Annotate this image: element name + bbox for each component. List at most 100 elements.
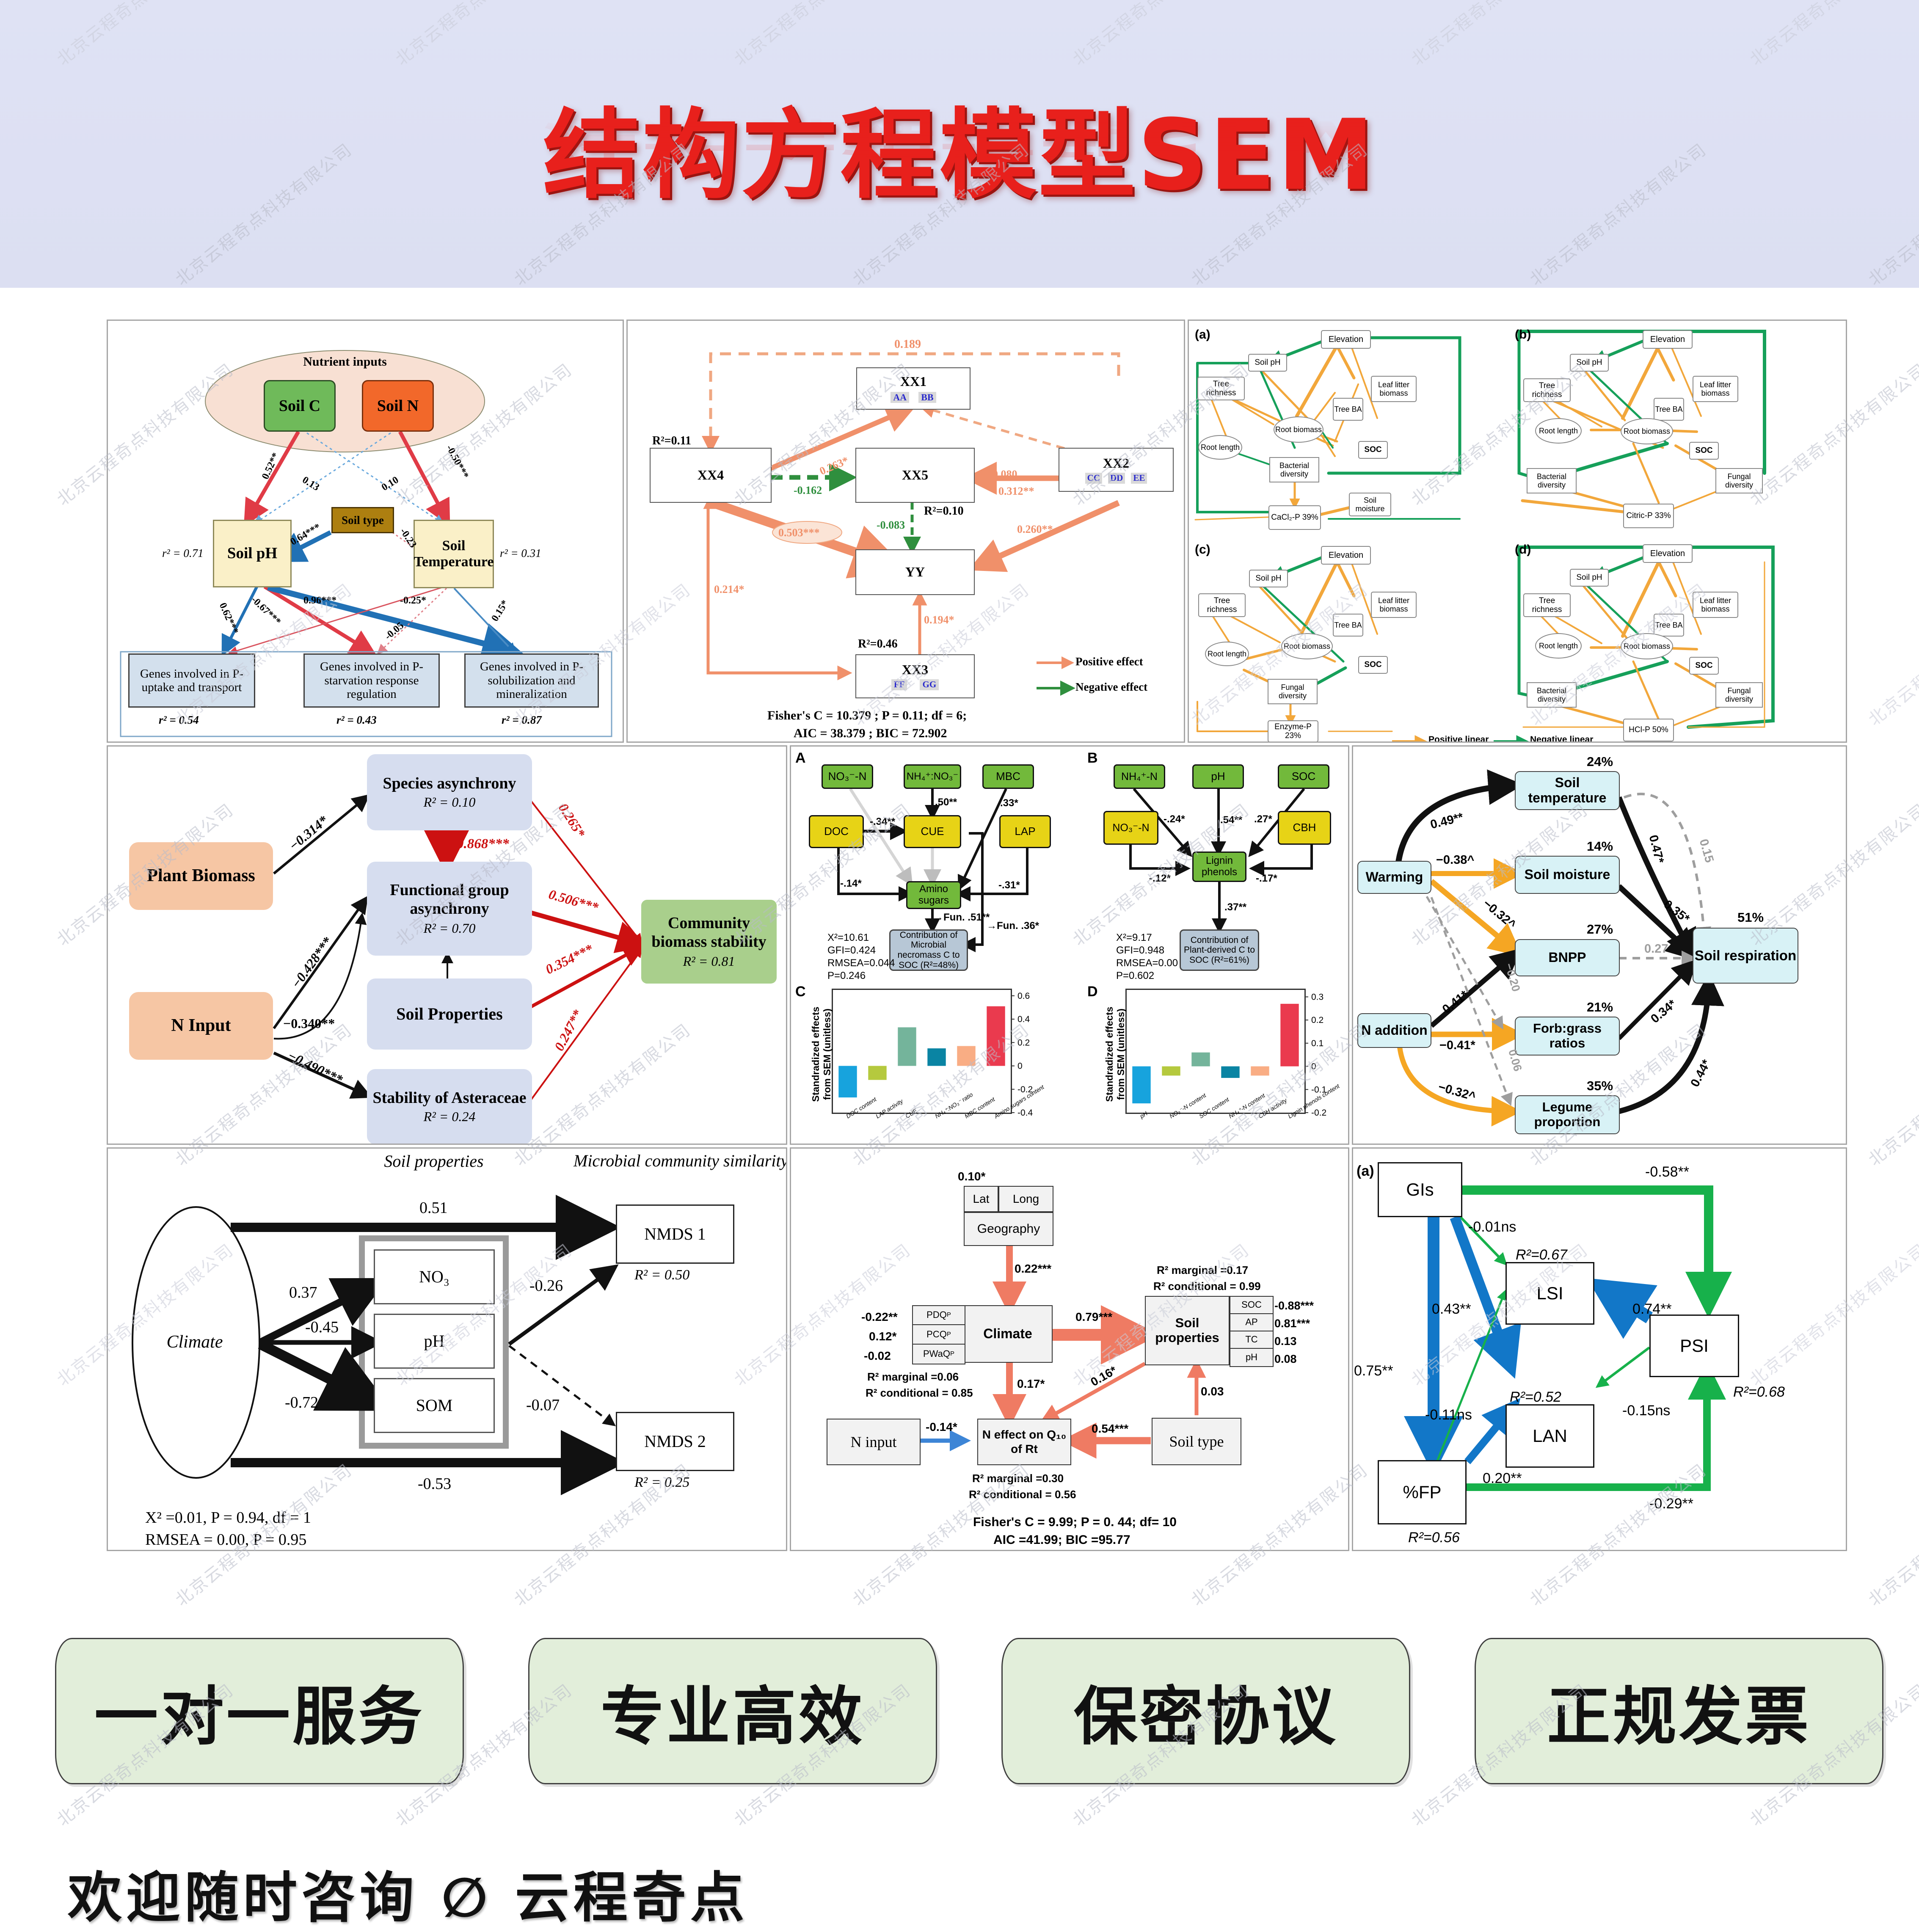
p3a-node-target: CaCl₂-P 39% bbox=[1268, 505, 1321, 530]
bar bbox=[898, 1027, 916, 1066]
p8-node-long: Long bbox=[998, 1186, 1053, 1212]
p8-si1-coef: 0.81*** bbox=[1274, 1317, 1310, 1330]
p6-e-w-sm: −0.38^ bbox=[1436, 853, 1475, 867]
p8-r2-climate-m: R² marginal =0.06 bbox=[867, 1370, 959, 1383]
p3d-node-root-length: Root length bbox=[1535, 633, 1582, 659]
p3d-node-soc: SOC bbox=[1689, 657, 1719, 675]
p8-r2-climate-c: R² conditional = 0.85 bbox=[866, 1386, 973, 1399]
p1-gene1-label: Genes involved in P-uptake and transport bbox=[140, 667, 244, 694]
p1-gene3-label: Genes involved in P-solubilization and m… bbox=[480, 660, 584, 701]
p1-edge-7: -0.25* bbox=[400, 595, 426, 606]
p2-r2-xx3: R²=0.46 bbox=[858, 637, 898, 650]
p3a-tr-label: Tree richness bbox=[1206, 379, 1236, 397]
p6-var-fg: 21% bbox=[1587, 1000, 1613, 1014]
p6-node-soil-moisture: Soil moisture bbox=[1515, 856, 1620, 894]
p5A-node-mbc: MBC bbox=[982, 764, 1034, 789]
p6-var-lg: 35% bbox=[1587, 1078, 1613, 1093]
p1-soil-n-label: Soil N bbox=[377, 397, 419, 415]
p2-chip-gg: GG bbox=[920, 679, 939, 690]
p9-node-lsi: LSI bbox=[1505, 1262, 1594, 1325]
p2-xx4-label: XX4 bbox=[697, 467, 724, 483]
p8-ci1-coef: 0.12* bbox=[869, 1330, 897, 1343]
p7-stats2: RMSEA = 0.00, P = 0.95 bbox=[145, 1531, 307, 1549]
p8-node-n-effect: N effect on Q₁₀ of Rt bbox=[977, 1419, 1071, 1465]
p8-e-geo-top: 0.10* bbox=[958, 1170, 986, 1183]
p1-r2-gene2: r² = 0.43 bbox=[336, 714, 377, 726]
p4-edge-sa-fg: 0.868*** bbox=[457, 836, 509, 852]
p1-node-gene1: Genes involved in P-uptake and transport bbox=[128, 653, 255, 708]
p2-xx2-label: XX2 bbox=[1103, 455, 1130, 471]
p8-si3: pH bbox=[1245, 1352, 1258, 1363]
footer-tagline: 欢迎随时咨询 ∅ 云程奇点 bbox=[68, 1866, 749, 1929]
p3a-ph-label: Soil pH bbox=[1255, 358, 1281, 367]
p2-chip-dd: DD bbox=[1108, 473, 1125, 484]
p4-st-label: Stability of Asteraceae bbox=[372, 1089, 527, 1107]
p9-r2-psi: R²=0.68 bbox=[1733, 1384, 1785, 1400]
p2-edge-x5yy: -0.083 bbox=[877, 519, 905, 531]
p3b-node-tree-richness: Tree richness bbox=[1523, 378, 1571, 402]
p8-si0: SOC bbox=[1241, 1299, 1262, 1310]
p4-cm-label: Community biomass stability bbox=[651, 914, 766, 951]
p3d-node-tree-richness: Tree richness bbox=[1523, 593, 1571, 617]
p8-node-climate: Climate bbox=[963, 1305, 1053, 1363]
p5A-s2: RMSEA=0.044 bbox=[827, 957, 895, 969]
p1-r2-gene3: r² = 0.87 bbox=[502, 714, 542, 726]
footer-button-1[interactable]: 专业高效 bbox=[528, 1638, 937, 1784]
p3a-node-tree-richness: Tree richness bbox=[1197, 377, 1245, 400]
p3a-target-label: CaCl₂-P 39% bbox=[1271, 513, 1318, 522]
p3-tag-b: (b) bbox=[1515, 328, 1531, 342]
p2-legend-negative: Negative effect bbox=[1075, 681, 1148, 693]
p5B-e3: -.12* bbox=[1149, 873, 1171, 884]
p8-ci2: PWaQ bbox=[923, 1348, 950, 1359]
y-tick-label: -0.2 bbox=[1311, 1108, 1326, 1118]
p2-edge-x3yy: 0.194* bbox=[924, 614, 954, 626]
p3a-bd-label: Bacterial diversity bbox=[1279, 461, 1310, 478]
p1-r2-soil-temperature: r² = 0.31 bbox=[500, 547, 541, 559]
panel6-edges bbox=[1395, 769, 1724, 1127]
p3a-node-tree-ba: Tree BA bbox=[1333, 398, 1363, 421]
p7-node-climate: Climate bbox=[166, 1332, 223, 1352]
footer-button-0[interactable]: 一对一服务 bbox=[55, 1638, 464, 1784]
p9-e-psi-lsi: 0.74** bbox=[1632, 1301, 1672, 1317]
p9-r2-lsi: R²=0.67 bbox=[1516, 1247, 1567, 1263]
p8-r2-soil-m: R² marginal =0.17 bbox=[1157, 1264, 1249, 1276]
p3d-node-fungal: Fungal diversity bbox=[1715, 682, 1763, 708]
p9-node-lan: LAN bbox=[1505, 1404, 1594, 1468]
p2-xx5-label: XX5 bbox=[902, 467, 929, 483]
bar bbox=[1162, 1066, 1180, 1076]
p3c-node-target: Enzyme-P 23% bbox=[1268, 720, 1318, 741]
p2-edge-x2x1: 0.080 bbox=[993, 468, 1017, 480]
footer-button-2[interactable]: 保密协议 bbox=[1001, 1638, 1410, 1784]
p6-node-soil-temperature: Soil temperature bbox=[1515, 771, 1620, 810]
p7-node-ph: pH bbox=[374, 1314, 495, 1369]
footer-button-3[interactable]: 正规发票 bbox=[1475, 1638, 1883, 1784]
p5A-node-no3n: NO₃⁻-N bbox=[822, 764, 873, 789]
p3c-node-soc: SOC bbox=[1358, 656, 1388, 674]
p2-node-xx5: XX5 bbox=[855, 448, 975, 503]
p3d-node-tree-ba: Tree BA bbox=[1654, 614, 1684, 637]
page-title-reflection: 结构方程模型SEM bbox=[543, 101, 1376, 163]
p2-node-xx2: XX2 CC DD EE bbox=[1059, 448, 1174, 492]
p4-node-functional-group: Functional group asynchrony R² = 0.70 bbox=[367, 862, 532, 956]
p2-xx3-label: XX3 bbox=[902, 662, 929, 678]
p7-e-cl-som: -0.72 bbox=[285, 1394, 319, 1411]
p1-soil-c-label: Soil C bbox=[278, 397, 321, 415]
panel-soc-contribution-sem: A NO₃⁻-N NH₄⁺:NO₃⁻ MBC DOC CUE LAP Amino… bbox=[790, 745, 1349, 1145]
p2-r2-xx5: R²=0.10 bbox=[924, 504, 964, 518]
p7-node-nmds1: NMDS 1 bbox=[616, 1204, 734, 1264]
p3a-ll-label: Leaf litter biomass bbox=[1378, 380, 1410, 397]
p7-header-soil: Soil properties bbox=[384, 1152, 484, 1171]
p6-node-warming: Warming bbox=[1357, 861, 1431, 894]
p1-r2-gene1: r² = 0.54 bbox=[159, 714, 199, 726]
p3a-soc-label: SOC bbox=[1364, 445, 1382, 455]
p5-tag-C: C bbox=[795, 984, 806, 1000]
p9-r2-lan: R²=0.52 bbox=[1510, 1389, 1561, 1405]
p3b-node-tree-ba: Tree BA bbox=[1654, 398, 1684, 421]
p4-st-r2: R² = 0.24 bbox=[423, 1108, 476, 1124]
p3a-node-soil-moisture: Soil moisture bbox=[1349, 493, 1391, 516]
p7-e-cl-n1: 0.51 bbox=[419, 1199, 448, 1217]
panel-elevation-p-networks: (a) (b) (c) (d) Elevation Soil pH Tree r… bbox=[1188, 320, 1847, 743]
p7-e-sp-n2: -0.07 bbox=[526, 1396, 560, 1414]
